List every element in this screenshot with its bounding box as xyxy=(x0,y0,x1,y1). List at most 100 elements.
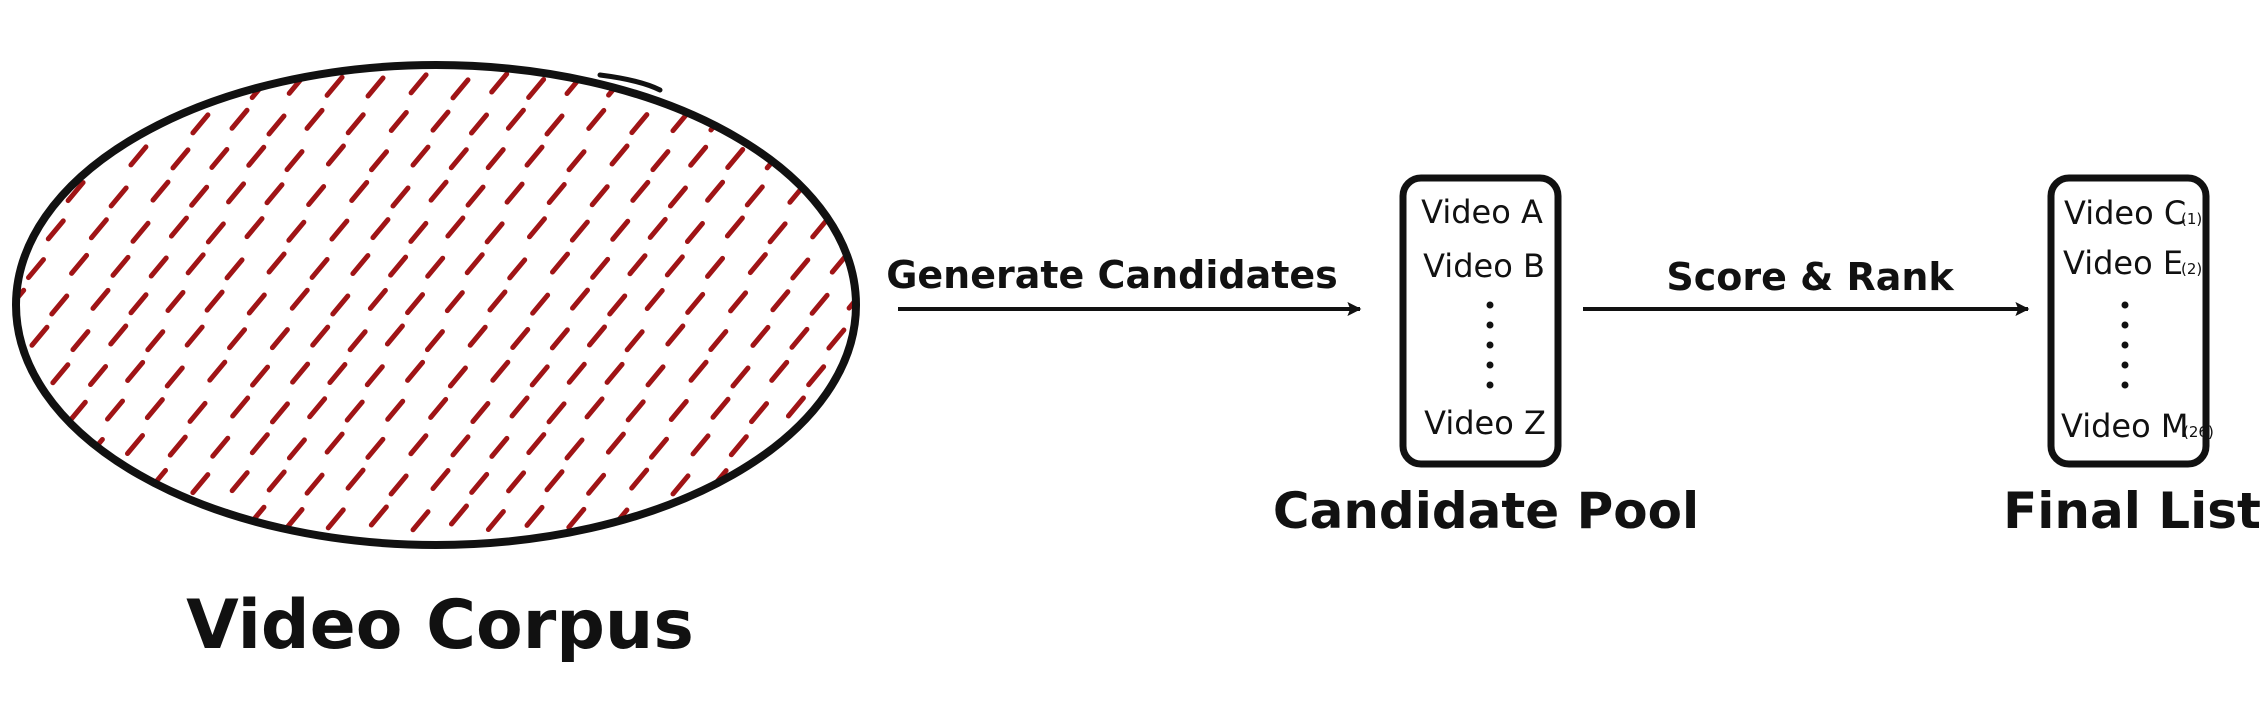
hatch-stroke xyxy=(824,401,845,425)
candidate-item-last: Video Z xyxy=(1424,404,1546,442)
hatch-stroke xyxy=(405,359,426,383)
hatch-stroke xyxy=(725,147,746,171)
hatch-stroke xyxy=(167,77,188,101)
hatch-stroke xyxy=(630,541,651,543)
hatch-stroke xyxy=(788,42,803,60)
hatch-stroke xyxy=(30,396,51,420)
hatch-stroke xyxy=(624,329,645,353)
hatch-stroke xyxy=(364,364,385,388)
hatch-stroke xyxy=(804,76,825,100)
hatch-stroke xyxy=(604,361,625,385)
hatch-stroke xyxy=(408,433,429,457)
hatch-stroke xyxy=(88,217,109,241)
hatch-stroke xyxy=(347,329,368,353)
hatch-stroke xyxy=(873,547,888,565)
hatch-stroke xyxy=(708,329,729,353)
hatch-stroke xyxy=(690,72,711,96)
hatch-stroke xyxy=(830,181,851,205)
hatch-stroke xyxy=(688,144,709,168)
hatch-stroke xyxy=(224,257,245,281)
hatch-stroke xyxy=(849,219,854,243)
hatch-stroke xyxy=(272,41,287,59)
hatch-stroke xyxy=(347,43,362,61)
hatch-stroke xyxy=(744,184,765,208)
hatch-stroke xyxy=(447,365,468,389)
hatch-stroke xyxy=(388,473,409,497)
hatch-stroke xyxy=(88,364,109,388)
hatch-stroke xyxy=(705,255,726,279)
hatch-stroke xyxy=(530,292,551,316)
hatch-stroke xyxy=(569,219,590,243)
hatch-stroke xyxy=(767,221,788,245)
hatch-stroke xyxy=(728,77,749,101)
hatch-stroke xyxy=(0,472,8,490)
hatch-stroke xyxy=(124,433,145,457)
hatch-stroke xyxy=(24,183,45,207)
hatch-stroke xyxy=(388,109,409,133)
hatch-stroke xyxy=(229,107,250,131)
hatch-stroke xyxy=(710,396,731,420)
hatch-stroke xyxy=(388,254,409,278)
hatch-stroke xyxy=(869,39,884,57)
hatch-stroke xyxy=(329,218,350,242)
final-list-label: Final List xyxy=(2003,482,2261,540)
hatch-stroke xyxy=(105,473,126,497)
hatch-stroke xyxy=(806,505,827,529)
final-item-rank: (1) xyxy=(2181,210,2202,228)
hatch-stroke xyxy=(250,364,271,388)
hatch-stroke xyxy=(249,432,270,456)
hatch-stroke xyxy=(344,399,365,423)
hatch-stroke xyxy=(18,437,31,461)
hatch-stroke xyxy=(484,221,505,245)
hatch-stroke xyxy=(509,395,530,419)
hatch-stroke xyxy=(184,324,205,348)
hatch-stroke xyxy=(769,359,790,383)
hatch-stroke xyxy=(806,364,827,388)
hatch-stroke xyxy=(764,508,785,532)
hatch-stroke xyxy=(125,359,146,383)
hatch-stroke xyxy=(485,509,506,533)
hatch-stroke xyxy=(284,149,305,173)
hatch-stroke xyxy=(810,216,831,240)
hatch-stroke xyxy=(370,217,391,241)
hatch-stroke xyxy=(369,149,390,173)
hatch-stroke xyxy=(65,180,86,204)
hatch-stroke xyxy=(790,548,805,566)
hatch-stroke xyxy=(405,292,426,316)
hatch-stroke xyxy=(269,401,290,425)
hatch-stroke xyxy=(546,539,567,543)
hatch-stroke xyxy=(44,143,65,167)
hatch-stroke xyxy=(0,41,7,59)
hatch-stroke xyxy=(0,329,4,347)
hatch-stroke xyxy=(44,507,65,531)
candidate-pool-label: Candidate Pool xyxy=(1273,482,1699,540)
final-item-last: Video M xyxy=(2061,407,2188,445)
hatch-stroke xyxy=(365,436,386,460)
hatch-stroke xyxy=(444,290,465,314)
hatch-stroke xyxy=(566,506,587,530)
hatch-stroke xyxy=(507,257,528,281)
hatch-stroke xyxy=(584,396,605,420)
hatch-stroke xyxy=(390,185,411,209)
hatch-stroke xyxy=(685,291,706,315)
hatch-stroke xyxy=(566,149,587,173)
hatch-stroke xyxy=(50,362,71,386)
hatch-stroke xyxy=(233,42,248,60)
hatch-stroke xyxy=(465,184,486,208)
hatch-stroke xyxy=(18,507,28,531)
hatch-stroke xyxy=(664,254,685,278)
hatch-stroke xyxy=(425,255,446,279)
hatch-stroke xyxy=(506,470,527,494)
hatch-stroke xyxy=(0,542,4,560)
hatch-stroke xyxy=(266,469,287,493)
hatch-stroke xyxy=(408,220,429,244)
hatch-stroke xyxy=(128,509,149,533)
hatch-stroke xyxy=(784,470,805,494)
hatch-stroke xyxy=(27,472,48,496)
hatch-stroke xyxy=(448,503,469,527)
candidate-ellipsis-dots xyxy=(1486,301,1494,389)
hatch-stroke xyxy=(526,76,547,100)
hatch-stroke xyxy=(187,400,208,424)
hatch-stroke xyxy=(47,431,68,455)
